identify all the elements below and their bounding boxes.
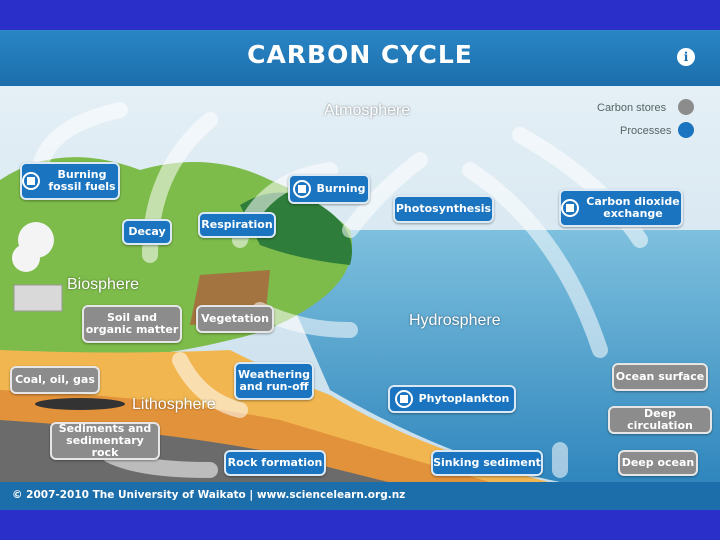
process-photosynthesis[interactable]: Photosynthesis <box>393 195 494 223</box>
video-icon <box>561 199 579 217</box>
process-burning[interactable]: Burning <box>288 174 370 204</box>
video-icon <box>395 390 413 408</box>
copyright-text: © 2007-2010 The University of Waikato | … <box>12 489 405 501</box>
legend-processes-label: Processes <box>620 125 671 137</box>
zone-biosphere: Biosphere <box>67 276 139 294</box>
process-label: Burning <box>317 183 366 195</box>
store-coal-oil-gas[interactable]: Coal, oil, gas <box>10 366 100 394</box>
zone-atmosphere: Atmosphere <box>324 102 410 120</box>
process-label: Phytoplankton <box>419 393 510 405</box>
process-burning-fossil-fuels[interactable]: Burning fossil fuels <box>20 162 120 200</box>
zone-hydrosphere: Hydrosphere <box>409 312 501 330</box>
store-label: Deep circulation <box>610 408 710 432</box>
legend-store-swatch <box>678 99 694 115</box>
info-icon[interactable]: i <box>677 48 695 66</box>
store-label: Vegetation <box>201 313 269 325</box>
process-label: Sinking sediment <box>433 457 541 469</box>
process-weathering[interactable]: Weathering and run-off <box>234 362 314 400</box>
store-deep-circulation[interactable]: Deep circulation <box>608 406 712 434</box>
store-sediments[interactable]: Sediments and sedimentary rock <box>50 422 160 460</box>
zone-lithosphere: Lithosphere <box>132 396 216 414</box>
process-label: Carbon dioxide exchange <box>585 196 681 220</box>
store-label: Sediments and sedimentary rock <box>52 423 158 459</box>
process-label: Respiration <box>201 219 272 231</box>
process-label: Photosynthesis <box>396 203 491 215</box>
process-sinking-sediment[interactable]: Sinking sediment <box>431 450 543 476</box>
process-respiration[interactable]: Respiration <box>198 212 276 238</box>
process-decay[interactable]: Decay <box>122 219 172 245</box>
factory <box>14 285 62 311</box>
store-label: Soil and organic matter <box>84 312 180 336</box>
legend-process-swatch <box>678 122 694 138</box>
process-phytoplankton[interactable]: Phytoplankton <box>388 385 516 413</box>
process-label: Decay <box>128 226 165 238</box>
process-rock-formation[interactable]: Rock formation <box>224 450 326 476</box>
store-vegetation[interactable]: Vegetation <box>196 305 274 333</box>
video-icon <box>22 172 40 190</box>
process-co2-exchange[interactable]: Carbon dioxide exchange <box>559 189 683 227</box>
legend-carbon-stores-label: Carbon stores <box>597 102 666 114</box>
process-label: Weathering and run-off <box>236 369 312 393</box>
store-ocean-surface[interactable]: Ocean surface <box>612 363 708 391</box>
store-label: Coal, oil, gas <box>15 374 95 386</box>
store-label: Deep ocean <box>622 457 695 469</box>
store-deep-ocean[interactable]: Deep ocean <box>618 450 698 476</box>
store-soil-organic-matter[interactable]: Soil and organic matter <box>82 305 182 343</box>
store-label: Ocean surface <box>616 371 704 383</box>
process-label: Rock formation <box>228 457 323 469</box>
video-icon <box>293 180 311 198</box>
process-label: Burning fossil fuels <box>46 169 118 193</box>
oil-deposit <box>35 398 125 410</box>
page-title: CARBON CYCLE <box>0 40 720 69</box>
